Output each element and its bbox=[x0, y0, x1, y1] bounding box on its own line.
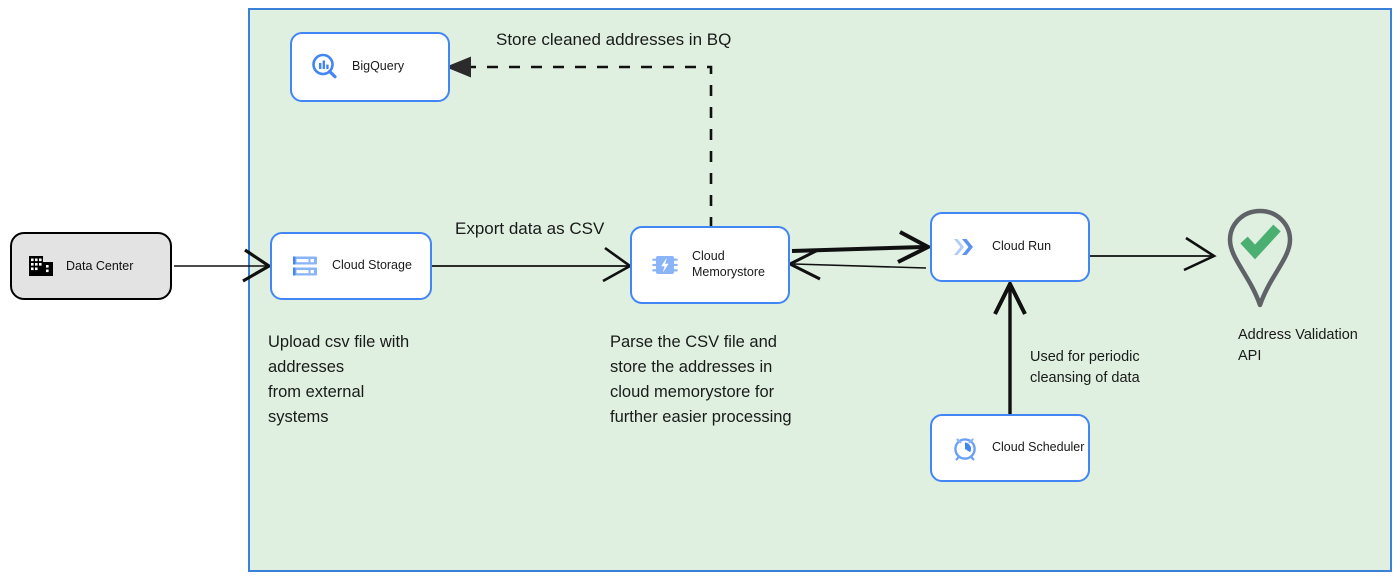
node-data-center[interactable]: Data Center bbox=[10, 232, 172, 300]
node-label-cloud-storage: Cloud Storage bbox=[332, 258, 412, 273]
node-label-cloud-memorystore: Cloud Memorystore bbox=[692, 249, 765, 279]
node-cloud-run[interactable]: Cloud Run bbox=[930, 212, 1090, 282]
edge-label-export-csv: Export data as CSV bbox=[455, 219, 605, 238]
caption-parse-csv: Parse the CSV file and store the address… bbox=[610, 333, 792, 427]
edge-cloudstorage-to-memorystore bbox=[432, 246, 633, 283]
edge-label-store-in-bq: Store cleaned addresses in BQ bbox=[496, 30, 732, 49]
node-cloud-scheduler[interactable]: Cloud Scheduler bbox=[930, 414, 1090, 482]
edge-memorystore-to-cloudrun bbox=[791, 230, 933, 264]
node-label-bigquery: BigQuery bbox=[352, 59, 405, 74]
edge-cloudrun-to-addressvalidation bbox=[1090, 236, 1217, 272]
edge-scheduler-to-cloudrun bbox=[993, 279, 1027, 414]
cloud-scheduler-icon bbox=[948, 431, 982, 465]
map-pin-check-icon bbox=[1227, 208, 1293, 308]
edge-cloudrun-to-memorystore bbox=[786, 248, 927, 281]
node-label-data-center: Data Center bbox=[66, 259, 134, 273]
building-icon bbox=[26, 251, 56, 281]
edge-datacenter-to-cloudstorage bbox=[174, 248, 273, 283]
node-label-cloud-scheduler: Cloud Scheduler bbox=[992, 440, 1085, 455]
node-cloud-storage[interactable]: Cloud Storage bbox=[270, 232, 432, 300]
node-label-cloud-run: Cloud Run bbox=[992, 239, 1052, 254]
cloud-run-icon bbox=[948, 230, 982, 264]
node-cloud-memorystore[interactable]: Cloud Memorystore bbox=[630, 226, 790, 304]
edge-label-periodic-cleansing: Used for periodic cleansing of data bbox=[1030, 349, 1140, 387]
cloud-storage-icon bbox=[288, 249, 322, 283]
cloud-memorystore-icon bbox=[648, 248, 682, 282]
node-bigquery[interactable]: BigQuery bbox=[290, 32, 450, 102]
edge-memorystore-to-bigquery-dashed bbox=[445, 56, 713, 228]
caption-upload-csv: Upload csv file with addresses from exte… bbox=[268, 333, 410, 427]
node-address-validation-api[interactable] bbox=[1222, 206, 1298, 310]
bigquery-icon bbox=[308, 50, 342, 84]
google-cloud-boundary bbox=[248, 8, 1392, 572]
label-address-validation-api: Address Validation API bbox=[1238, 327, 1358, 365]
